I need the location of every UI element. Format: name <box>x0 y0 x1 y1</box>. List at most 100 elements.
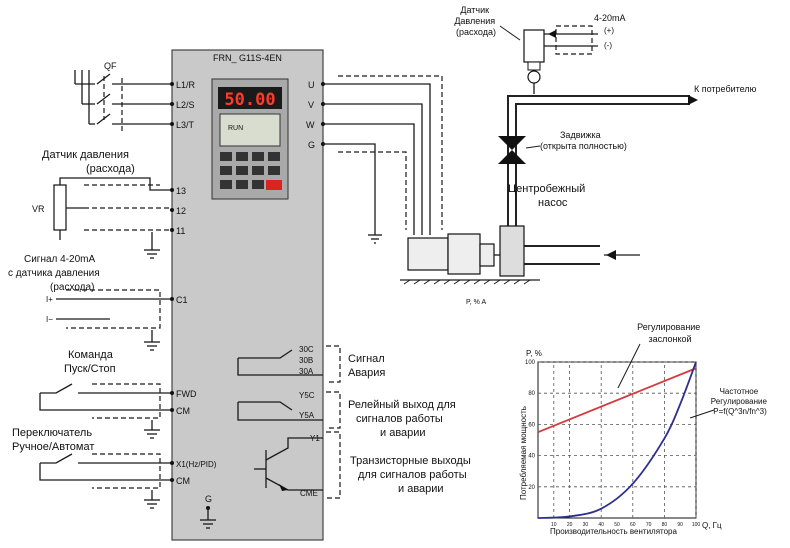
terminal-30a: 30A <box>299 367 314 376</box>
terminal-c1: C1 <box>176 295 188 305</box>
terminal-u: U <box>308 80 315 90</box>
transistor-out-label: Транзисторные выходы для сигналов работы… <box>350 455 474 495</box>
terminal-g: G <box>308 140 315 150</box>
chart-yunit: P, % <box>526 349 542 358</box>
plus-label: (+) <box>604 26 614 35</box>
vr-potentiometer <box>53 184 67 231</box>
key-7[interactable] <box>252 166 264 175</box>
chart-ytick-label: 40 <box>528 454 535 460</box>
terminal-13: 13 <box>176 186 186 196</box>
pressure-gauge <box>527 70 541 84</box>
chart-xtick-label: 40 <box>598 522 604 528</box>
motor-label: P, % A <box>466 299 486 306</box>
chart-xlabel: Производительность вентилятора <box>550 527 678 536</box>
power-chart: 20 40 60 80 100 10 20 30 40 50 60 70 80 90 100 Потребл… <box>519 349 722 536</box>
valve <box>498 136 526 164</box>
chart-xtick-label: 10 <box>551 522 557 528</box>
current-plus: I+ <box>46 295 53 304</box>
start-stop-label: Команда Пуск/Стоп <box>64 349 116 375</box>
switch-label: Переключатель Ручное/Автомат <box>12 427 95 453</box>
lcd-screen <box>219 113 281 147</box>
chart-xtick-label: 90 <box>677 522 683 528</box>
chart-ytick-label: 80 <box>528 391 535 397</box>
terminal-x1: X1(Hz/PID) <box>176 460 217 469</box>
key-9[interactable] <box>220 180 232 189</box>
key-stop[interactable] <box>266 180 282 190</box>
motor <box>407 233 504 275</box>
chart-xtick-label: 30 <box>583 522 589 528</box>
terminal-l3: L3/T <box>176 120 195 130</box>
terminal-l2: L2/S <box>176 100 195 110</box>
alarm-label: Сигнал Авария <box>348 353 388 379</box>
ma-label: 4-20mA <box>594 13 626 23</box>
key-1[interactable] <box>220 152 232 161</box>
chart-plot-area <box>537 361 697 519</box>
terminal-30b: 30B <box>299 356 313 365</box>
chart-ylabel: Потребляемая мощность <box>519 406 528 500</box>
terminal-y5a: Y5A <box>299 411 315 420</box>
chart-xtick-label: 100 <box>692 522 701 528</box>
series-throttle-line <box>537 367 697 434</box>
series-frequency-line <box>537 361 697 519</box>
chart-xtick-label: 50 <box>614 522 620 528</box>
terminal-12: 12 <box>176 206 186 216</box>
current-minus: I− <box>46 315 53 324</box>
ground-symbol-5 <box>200 508 216 529</box>
pressure-sensor-label: Датчик давления (расхода) <box>42 149 135 175</box>
pressure-transmitter <box>523 29 545 63</box>
key-4[interactable] <box>268 152 280 161</box>
terminal-y5c: Y5C <box>299 391 315 400</box>
terminal-l1: L1/R <box>176 80 196 90</box>
lcd-text: RUN <box>228 125 243 132</box>
terminal-30c: 30C <box>299 345 314 354</box>
key-10[interactable] <box>236 180 248 189</box>
ground-symbol-6 <box>368 234 382 244</box>
chart-ticks: 20 40 60 80 100 10 20 30 40 50 60 70 80 90 100 <box>525 360 700 528</box>
ground-symbol-4 <box>144 490 160 509</box>
floor-base <box>400 279 540 285</box>
led-display <box>218 87 282 109</box>
chart-xtick-label: 80 <box>662 522 668 528</box>
consumer-label: К потребителю <box>694 84 757 94</box>
pump-label: Центробежный насос <box>508 183 588 209</box>
breaker-label: QF <box>104 61 117 71</box>
terminal-11: 11 <box>176 226 185 236</box>
terminal-cm-2: CM <box>176 476 190 486</box>
terminal-w: W <box>306 120 315 130</box>
key-6[interactable] <box>236 166 248 175</box>
terminal-fwd: FWD <box>176 389 197 399</box>
top-sensor-label: Датчик Давления (расхода) <box>454 5 497 37</box>
chart-ytick-label: 20 <box>528 485 535 491</box>
transistor-symbol <box>254 437 323 491</box>
key-8[interactable] <box>268 166 280 175</box>
pipes <box>507 95 698 235</box>
chart-xunit: Q, Гц <box>702 521 722 530</box>
led-value: 50.00 <box>224 90 275 110</box>
key-11[interactable] <box>252 180 264 189</box>
throttle-label: Регулирование заслонкой <box>637 322 703 344</box>
chart-ytick-label: 60 <box>528 422 535 428</box>
ground-symbol-3 <box>144 420 160 439</box>
terminal-cme: CME <box>300 489 318 498</box>
minus-label: (-) <box>604 41 612 50</box>
motor-cables <box>323 75 443 235</box>
freq-reg-label: Частотное Регулирование P=f(Q^3n/fn^3) <box>711 387 769 416</box>
valve-label: Задвижка (открыта полностью) <box>540 130 627 151</box>
signal-4-20-label: Сигнал 4-20mA с датчика давления (расход… <box>8 254 102 293</box>
key-3[interactable] <box>252 152 264 161</box>
chart-ytick-label: 100 <box>525 360 536 366</box>
ground-symbol-1 <box>144 232 160 259</box>
pump-body <box>499 225 616 277</box>
chart-xtick-label: 70 <box>646 522 652 528</box>
vr-label: VR <box>32 204 45 214</box>
relay-out-label: Релейный выход для сигналов работы и ава… <box>348 399 459 439</box>
key-5[interactable] <box>220 166 232 175</box>
ground-symbol-2 <box>144 330 160 351</box>
terminal-v: V <box>308 100 314 110</box>
ground-g-label: G <box>205 494 212 504</box>
chart-xtick-label: 20 <box>567 522 573 528</box>
terminal-cm-1: CM <box>176 406 190 416</box>
key-2[interactable] <box>236 152 248 161</box>
chart-xtick-label: 60 <box>630 522 636 528</box>
